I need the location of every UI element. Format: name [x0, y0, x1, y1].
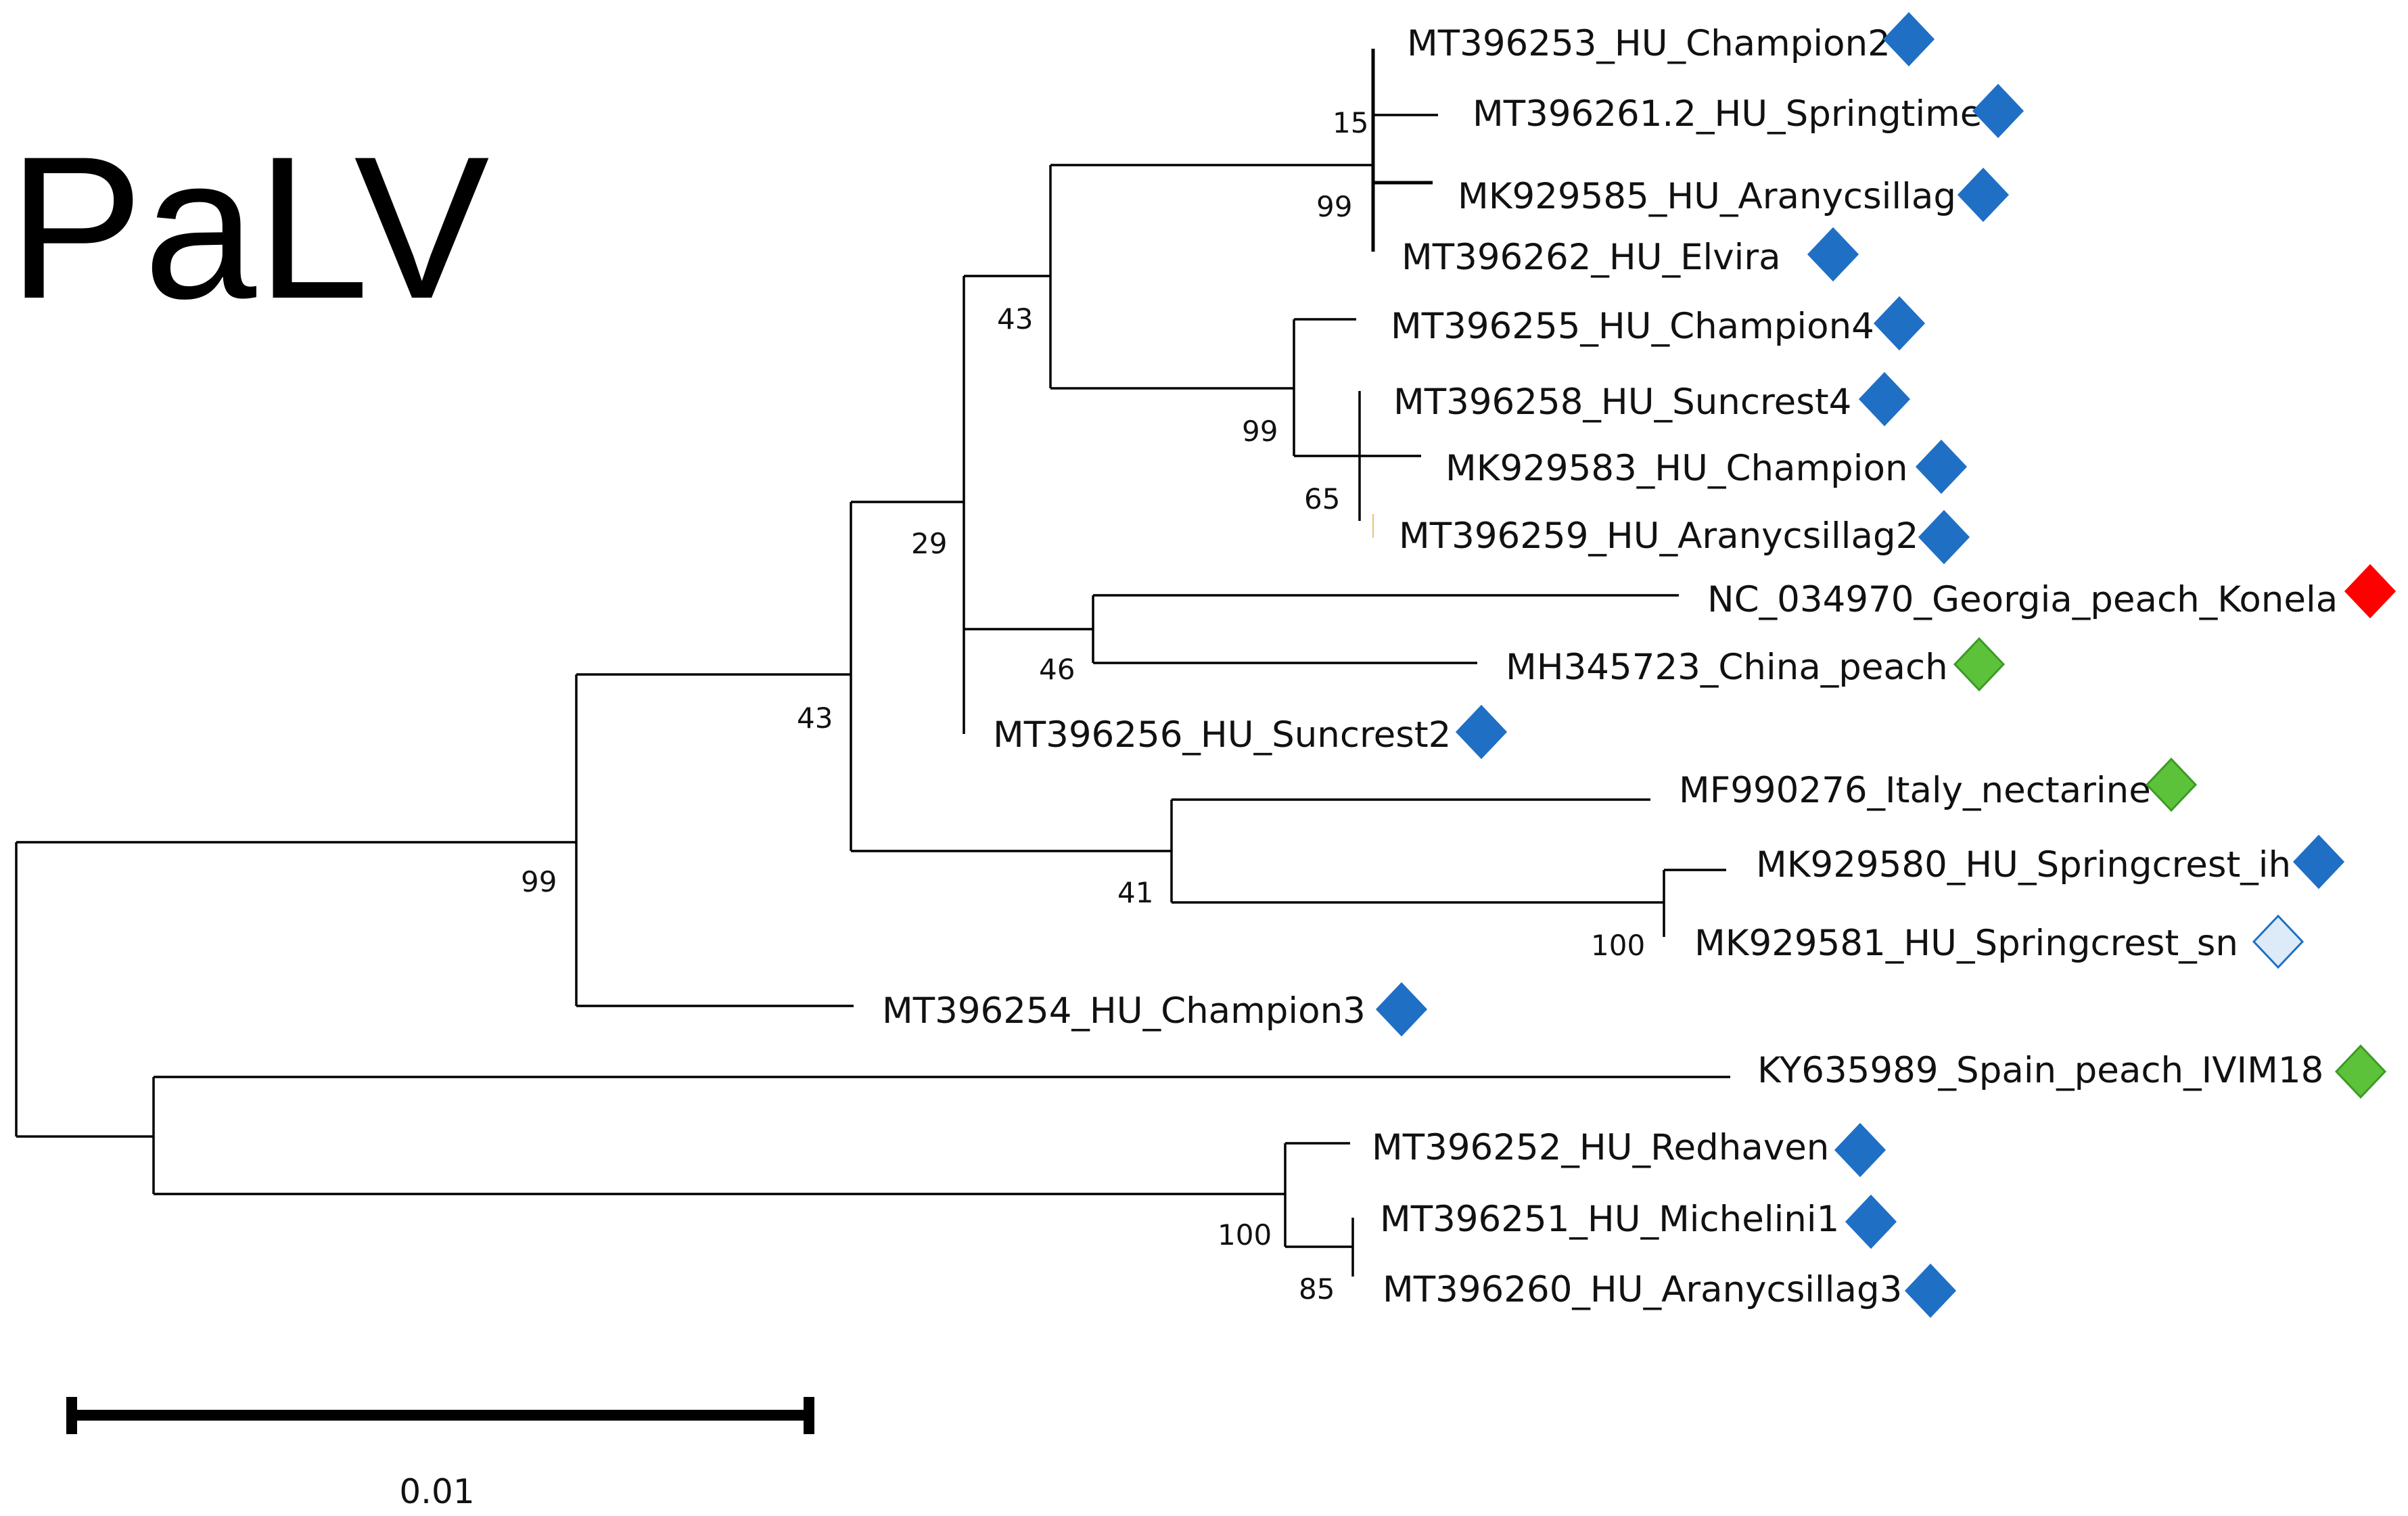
leaf-label-l16: KY635989_Spain_peach_IVIM18	[1757, 1050, 2323, 1091]
bootstrap-value: 15	[1333, 106, 1368, 139]
diamond-marker-l5	[1873, 296, 1926, 351]
diamond-marker-l8	[1918, 509, 1970, 565]
bootstrap-value: 100	[1218, 1218, 1272, 1251]
leaf-label-l4: MT396262_HU_Elvira	[1402, 237, 1781, 278]
bootstrap-value: 99	[521, 865, 557, 898]
leaf-label-l9: NC_034970_Georgia_peach_Konela	[1707, 579, 2338, 620]
diamond-marker-l16	[2334, 1044, 2387, 1099]
tree-title: PaLV	[8, 114, 490, 341]
bootstrap-value: 99	[1316, 190, 1352, 223]
leaf-label-l11: MT396256_HU_Suncrest2	[993, 714, 1451, 756]
bootstrap-value: 43	[797, 702, 833, 735]
diamond-marker-l13	[2292, 834, 2345, 890]
leaf-label-l8: MT396259_HU_Aranycsillag2	[1399, 515, 1918, 557]
leaf-label-l2: MT396261.2_HU_Springtime	[1473, 93, 1982, 135]
scale-bar: 0.01	[66, 1397, 814, 1511]
diamond-marker-l6	[1858, 371, 1911, 427]
diamond-marker-l2	[1972, 83, 2024, 139]
bootstrap-value: 43	[997, 302, 1033, 336]
leaf-label-l15: MT396254_HU_Champion3	[882, 990, 1366, 1032]
diamond-marker-l15	[1375, 982, 1428, 1037]
diamond-marker-l1	[1882, 12, 1935, 67]
diamond-marker-l12	[2145, 757, 2198, 812]
bootstrap-value: 99	[1242, 415, 1278, 448]
bootstrap-value: 46	[1039, 653, 1075, 686]
diamond-marker-l4	[1807, 227, 1859, 282]
bootstrap-value: 100	[1591, 929, 1645, 962]
bootstrap-value: 85	[1299, 1272, 1335, 1306]
leaf-label-l7: MK929583_HU_Champion	[1445, 448, 1908, 489]
leaf-label-l5: MT396255_HU_Champion4	[1391, 306, 1874, 347]
leaf-label-l14: MK929581_HU_Springcrest_sn	[1694, 923, 2238, 964]
leaf-labels: MT396253_HU_Champion2 MT396261.2_HU_Spri…	[882, 23, 2338, 1310]
leaf-label-l6: MT396258_HU_Suncrest4	[1393, 382, 1851, 423]
leaf-markers	[1375, 12, 2397, 1318]
leaf-label-l18: MT396251_HU_Michelini1	[1380, 1199, 1839, 1240]
diamond-marker-l14	[2252, 914, 2305, 969]
leaf-label-l19: MT396260_HU_Aranycsillag3	[1383, 1269, 1902, 1310]
leaf-label-l3: MK929585_HU_Aranycsillag	[1458, 176, 1956, 217]
bootstrap-value: 41	[1117, 876, 1153, 909]
bootstrap-values: 99 43 29 43 99 15 99 65 46 41 100 100 85	[521, 106, 1645, 1306]
leaf-label-l1: MT396253_HU_Champion2	[1407, 23, 1891, 64]
diamond-marker-l19	[1904, 1263, 1957, 1318]
diamond-marker-l10	[1953, 637, 2006, 692]
diamond-marker-l3	[1957, 167, 2010, 223]
diamond-marker-l11	[1455, 704, 1508, 760]
diamond-marker-l7	[1915, 439, 1968, 495]
leaf-label-l17: MT396252_HU_Redhaven	[1372, 1127, 1829, 1168]
tree-branches	[15, 49, 1730, 1277]
leaf-label-l10: MH345723_China_peach	[1506, 647, 1948, 688]
scale-bar-label: 0.01	[399, 1472, 474, 1511]
diamond-marker-l9	[2344, 564, 2397, 619]
bootstrap-value: 65	[1304, 482, 1340, 515]
leaf-label-l12: MF990276_Italy_nectarine	[1679, 770, 2151, 811]
diamond-marker-l17	[1834, 1122, 1886, 1178]
bootstrap-value: 29	[911, 527, 947, 560]
diamond-marker-l18	[1845, 1194, 1897, 1249]
leaf-label-l13: MK929580_HU_Springcrest_ih	[1756, 844, 2291, 886]
